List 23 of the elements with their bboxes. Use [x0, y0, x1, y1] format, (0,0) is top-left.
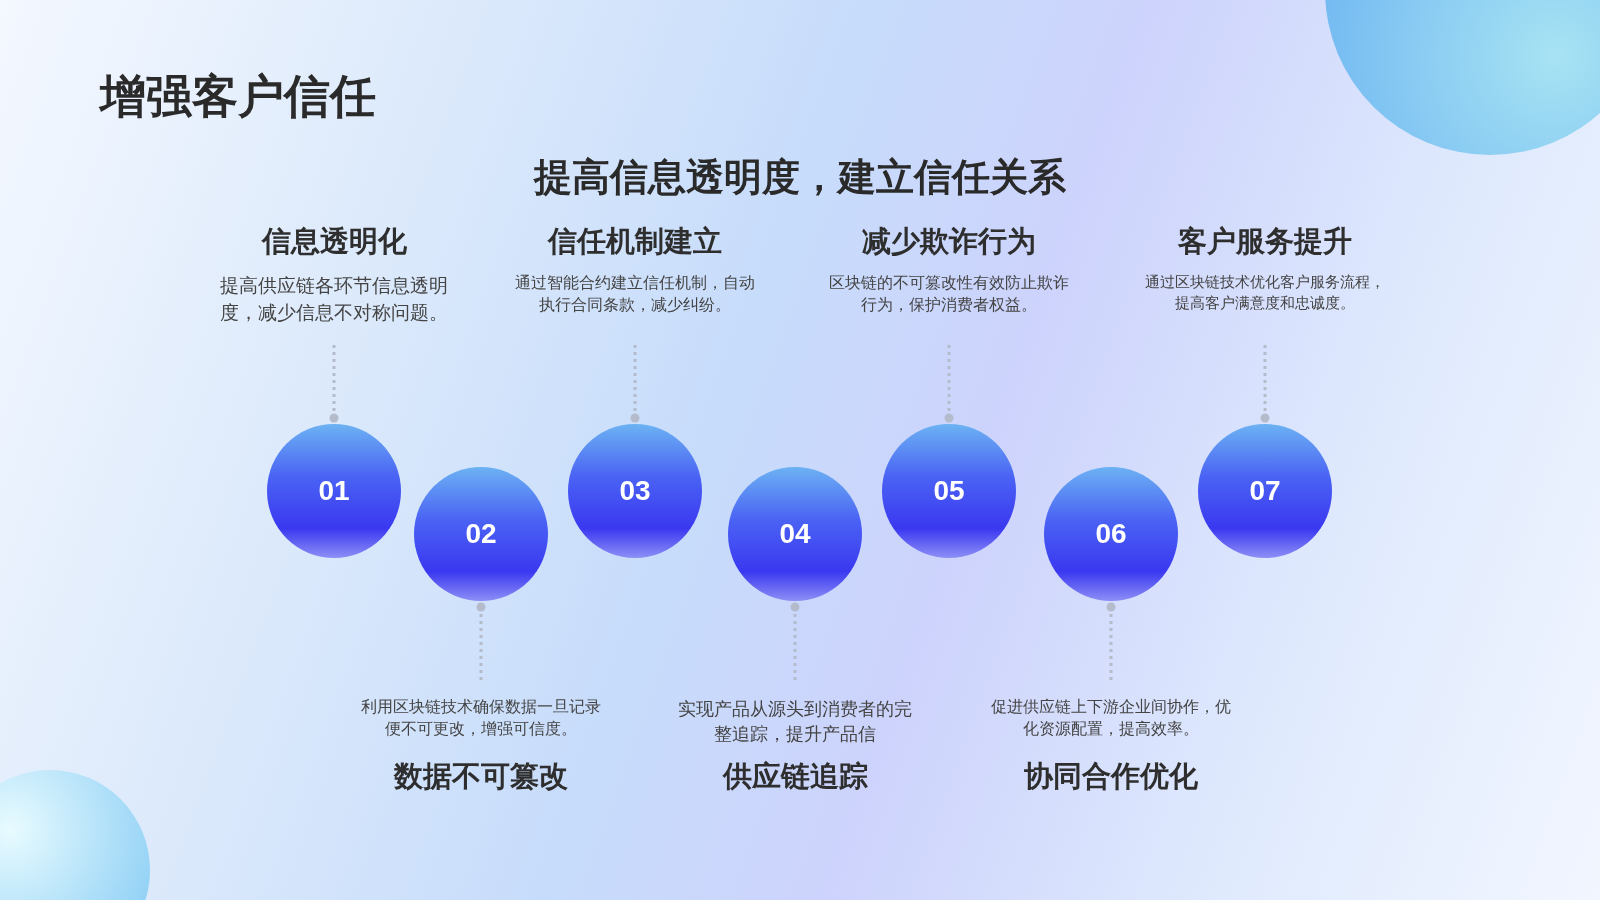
- item-description: 通过智能合约建立信任机制，自动执行合同条款，减少纠纷。: [514, 272, 756, 317]
- item-description: 利用区块链技术确保数据一旦记录便不可更改，增强可信度。: [360, 696, 602, 741]
- number-circle: 01: [267, 424, 401, 558]
- subtitle: 提高信息透明度，建立信任关系: [532, 154, 1067, 201]
- item-description: 区块链的不可篡改性有效防止欺诈行为，保护消费者权益。: [829, 272, 1069, 317]
- item-heading: 协同合作优化: [1023, 758, 1199, 795]
- item-description: 通过区块链技术优化客户服务流程，提高客户满意度和忠诚度。: [1144, 272, 1386, 314]
- number-circle: 03: [568, 424, 702, 558]
- item-description: 实现产品从源头到消费者的完整追踪，提升产品信: [677, 697, 913, 747]
- number-circle: 07: [1198, 424, 1332, 558]
- item-heading: 信任机制建立: [546, 223, 723, 260]
- item-description: 提高供应链各环节信息透明度，减少信息不对称问题。: [219, 273, 449, 325]
- slide-title: 增强客户信任: [100, 68, 376, 125]
- number-circle: 02: [414, 467, 548, 601]
- number-circle: 06: [1044, 467, 1178, 601]
- number-circle: 05: [882, 424, 1016, 558]
- item-heading: 减少欺诈行为: [861, 223, 1037, 260]
- item-heading: 信息透明化: [260, 223, 408, 260]
- item-heading: 数据不可篡改: [392, 758, 569, 795]
- item-heading: 供应链追踪: [721, 758, 869, 795]
- item-description: 促进供应链上下游企业间协作，优化资源配置，提高效率。: [990, 696, 1232, 741]
- item-heading: 客户服务提升: [1177, 223, 1353, 260]
- number-circle: 04: [728, 467, 862, 601]
